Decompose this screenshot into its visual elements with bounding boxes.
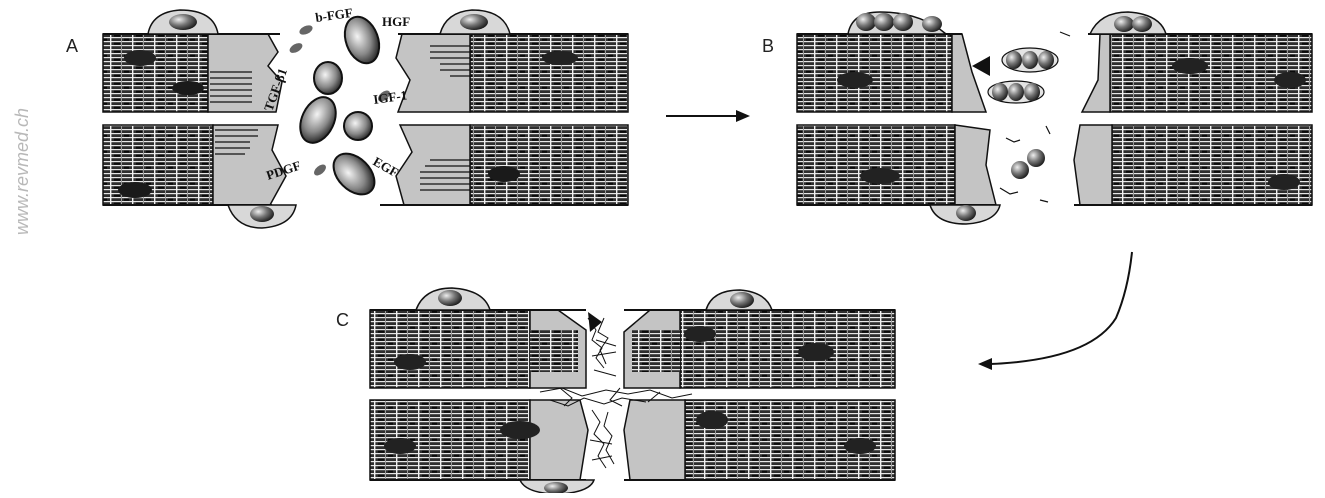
growth-factor-labels: b-FGF HGF TGF-β1 IGF-1 EGF PDGF	[261, 5, 410, 183]
panel-c	[369, 287, 896, 495]
growth-factor-cells	[289, 15, 390, 196]
fiber-b-upper-right	[1080, 33, 1313, 113]
arrowhead-marker-b	[972, 56, 990, 76]
panel-b-label: B	[762, 36, 775, 56]
watermark-text: www.revmed.ch	[12, 108, 32, 235]
debris-fibers-b	[999, 31, 1071, 203]
fiber-b-upper-left	[796, 33, 988, 113]
fiber-a-upper-right	[395, 33, 629, 113]
panel-c-label: C	[336, 310, 349, 330]
arrow-a-to-b	[666, 110, 750, 122]
panel-a: b-FGF HGF TGF-β1 IGF-1 EGF PDGF	[102, 5, 629, 229]
label-b-fgf: b-FGF	[314, 5, 353, 25]
fiber-c-lower-left	[369, 399, 589, 481]
panel-a-label: A	[66, 36, 79, 56]
arrow-b-to-c	[978, 251, 1133, 370]
fiber-b-lower-right	[1073, 124, 1313, 206]
satellite-cell-a-top	[147, 9, 219, 35]
satellite-cell-a-top-right	[439, 9, 511, 35]
fiber-a-lower-right	[380, 124, 629, 206]
fiber-c-upper-right	[623, 309, 896, 389]
fiber-c-upper-left	[369, 309, 587, 389]
panel-b	[796, 11, 1313, 225]
arrowhead-marker-c	[588, 312, 602, 332]
satellite-cell-a-bottom	[226, 204, 297, 229]
label-igf-1: IGF-1	[372, 87, 408, 107]
watermark: www.revmed.ch	[12, 108, 32, 235]
scar-tissue-c	[539, 317, 693, 469]
satellite-cells-c	[414, 287, 774, 495]
label-hgf: HGF	[382, 14, 410, 29]
fiber-b-lower-left	[796, 124, 997, 206]
fiber-a-upper-left	[102, 33, 283, 113]
fiber-a-lower-left	[102, 124, 287, 206]
fiber-c-lower-right	[623, 399, 896, 481]
activated-satellite-cells	[847, 11, 1168, 225]
